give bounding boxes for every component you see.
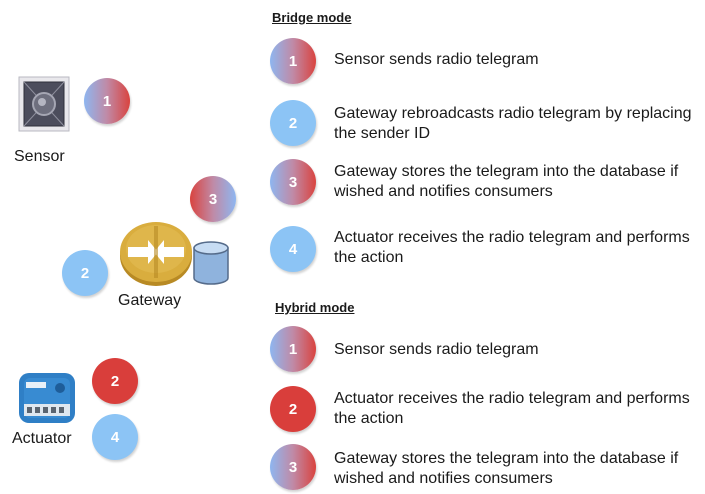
- gateway-label: Gateway: [118, 292, 182, 309]
- hybrid-step-1-text: Sensor sends radio telegram: [334, 341, 539, 358]
- bridge-step-4-badge: 4: [270, 226, 316, 272]
- sensor-step-badge: 1: [84, 78, 130, 124]
- hybrid-step-3-badge: 3: [270, 444, 316, 490]
- bridge-step-1-badge: 1: [270, 38, 316, 84]
- bridge-step-2-text: Gateway rebroadcasts radio telegram by r…: [334, 105, 692, 142]
- sensor-label: Sensor: [14, 148, 65, 165]
- database-icon: [192, 240, 230, 286]
- hybrid-step-1-badge: 1: [270, 326, 316, 372]
- sensor-icon: [18, 76, 70, 132]
- gateway-step-badge-2: 2: [62, 250, 108, 296]
- hybrid-step-2-badge: 2: [270, 386, 316, 432]
- hybrid-step-2-text: Actuator receives the radio telegram and…: [334, 390, 690, 427]
- bridge-step-3-badge: 3: [270, 159, 316, 205]
- hybrid-mode-heading: Hybrid mode: [275, 300, 355, 315]
- bridge-step-3-text: Gateway stores the telegram into the dat…: [334, 163, 679, 200]
- bridge-step-4-text: Actuator receives the radio telegram and…: [334, 229, 690, 266]
- hybrid-step-3-text: Gateway stores the telegram into the dat…: [334, 450, 679, 487]
- gateway-step-badge-3: 3: [190, 176, 236, 222]
- gateway-icon: [118, 216, 194, 288]
- actuator-label: Actuator: [12, 430, 72, 447]
- bridge-step-2-badge: 2: [270, 100, 316, 146]
- bridge-step-1-text: Sensor sends radio telegram: [334, 51, 539, 68]
- actuator-icon: [18, 372, 76, 424]
- bridge-mode-heading: Bridge mode: [272, 10, 352, 25]
- actuator-step-badge-2: 2: [92, 358, 138, 404]
- actuator-step-badge-4: 4: [92, 414, 138, 460]
